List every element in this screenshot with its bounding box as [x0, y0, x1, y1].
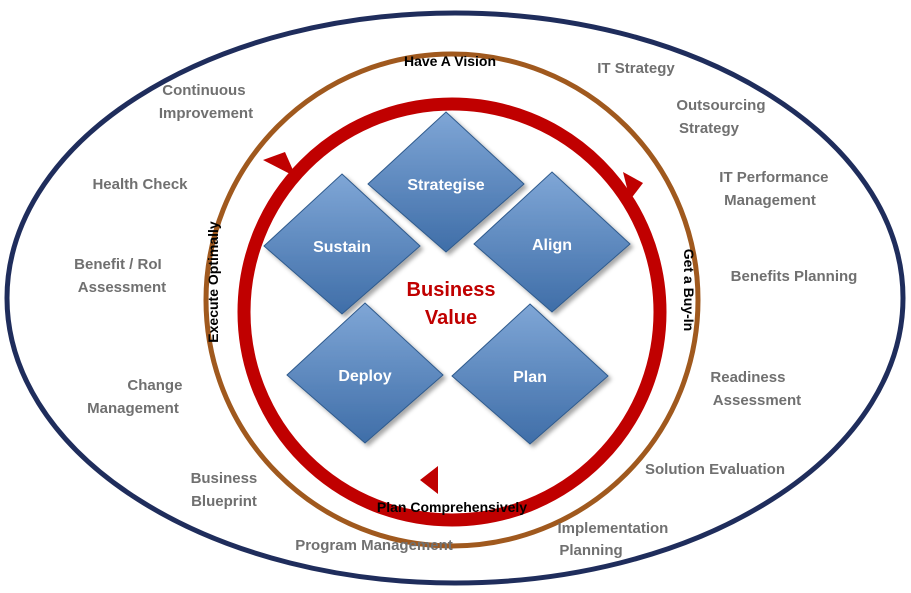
- phase-align: Align: [473, 171, 631, 313]
- middle-ring: [203, 51, 701, 549]
- ring-label-left: Execute Optimally: [205, 221, 221, 343]
- center-title-line2: Value: [425, 307, 477, 329]
- center-title-line1: Business: [407, 279, 496, 301]
- cycle-arrow-left-icon: [263, 152, 296, 177]
- service-business-blueprint: Business Blueprint: [191, 470, 262, 510]
- phase-sustain-label: Sustain: [313, 239, 371, 256]
- service-solution-evaluation: Solution Evaluation: [645, 461, 785, 478]
- phase-plan-label: Plan: [513, 369, 547, 386]
- service-readiness-assessment: Readiness Assessment: [710, 369, 801, 409]
- service-change-management: Change Management: [87, 377, 186, 417]
- phase-strategise: Strategise: [367, 111, 525, 253]
- phase-sustain: Sustain: [263, 173, 421, 315]
- phase-deploy-label: Deploy: [338, 368, 391, 385]
- phase-strategise-label: Strategise: [407, 177, 484, 194]
- service-continuous-improvement: Continuous Improvement: [159, 82, 253, 122]
- service-outsourcing-strategy: Outsourcing Strategy: [676, 97, 769, 137]
- cycle-arrow-right-icon: [623, 172, 643, 200]
- service-benefit-roi-assessment: Benefit / RoI Assessment: [74, 256, 166, 296]
- service-health-check: Health Check: [92, 176, 188, 193]
- outer-ring: [4, 10, 906, 586]
- phase-plan: Plan: [451, 303, 609, 445]
- phase-align-label: Align: [532, 237, 572, 254]
- ring-label-bottom: Plan Comprehensively: [377, 499, 527, 515]
- service-implementation-planning: Implementation Planning: [557, 520, 672, 559]
- cycle-arrow-bottom-icon: [420, 466, 438, 494]
- service-it-performance-management: IT Performance Management: [719, 169, 832, 209]
- ring-label-right: Get a Buy-In: [681, 249, 697, 331]
- service-benefits-planning: Benefits Planning: [731, 268, 858, 285]
- service-it-strategy: IT Strategy: [597, 60, 675, 77]
- phase-deploy: Deploy: [286, 302, 444, 444]
- cycle-ring: [237, 97, 667, 527]
- ring-label-top: Have A Vision: [404, 53, 496, 69]
- service-program-management: Program Management: [295, 537, 453, 554]
